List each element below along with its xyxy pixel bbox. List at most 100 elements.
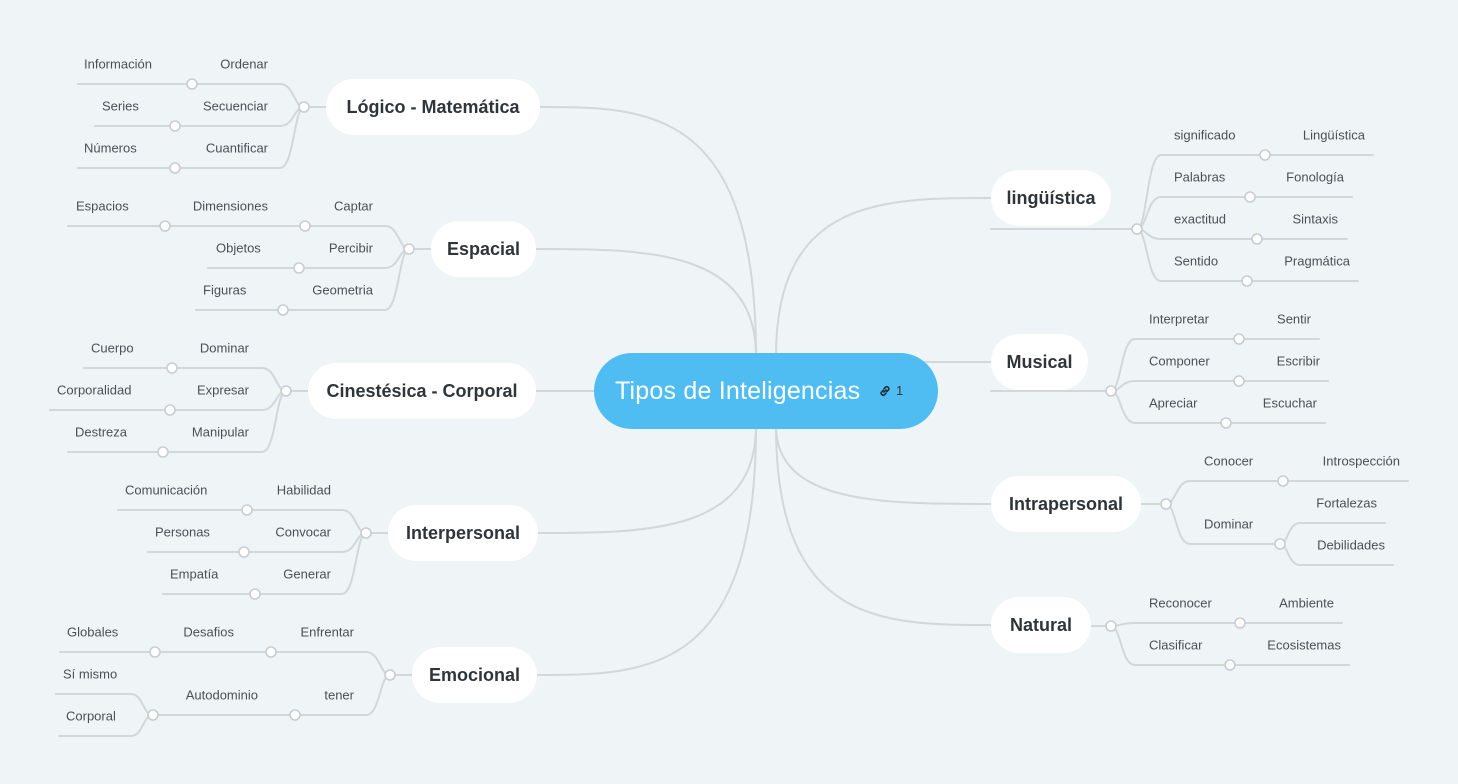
collapse-handle-emocional-1[interactable] [289,709,301,721]
collapse-handle-linguistica-0[interactable] [1259,149,1271,161]
topic-linguistica-0[interactable]: significado [1174,127,1235,142]
subtopic-cinestesica-1-0[interactable]: Corporalidad [57,382,131,397]
link-badge[interactable]: 1 [878,383,903,398]
topic-logico-2[interactable]: Cuantificar [206,140,269,155]
topic-linguistica-2[interactable]: exactitud [1174,211,1226,226]
collapse-handle-emocional[interactable] [384,669,396,681]
leaf-emocional-0-0-0[interactable]: Globales [67,624,119,639]
leaf-emocional-1-0-1[interactable]: Corporal [66,708,116,723]
collapse-handle-linguistica[interactable] [1131,223,1143,235]
branch-node-interpersonal[interactable]: Interpersonal [388,505,538,561]
topic-intrapersonal-0[interactable]: Conocer [1204,453,1254,468]
collapse-handle-natural[interactable] [1105,620,1117,632]
collapse-handle-musical[interactable] [1105,385,1117,397]
topic-linguistica-3[interactable]: Sentido [1174,253,1218,268]
subtopic-musical-1-0[interactable]: Escribir [1277,353,1321,368]
subtopic-espacial-2-0[interactable]: Figuras [203,282,247,297]
collapse-handle-cinestesica[interactable] [280,385,292,397]
subtopic-intrapersonal-0-0[interactable]: Introspección [1323,453,1400,468]
subtopic-interpersonal-0-0[interactable]: Comunicación [125,482,207,497]
topic-emocional-0[interactable]: Enfrentar [301,624,355,639]
collapse-handle-cinestesica-2[interactable] [157,446,169,458]
branch-node-logico[interactable]: Lógico - Matemática [326,79,540,135]
collapse-handle-natural-1[interactable] [1224,659,1236,671]
topic-musical-2[interactable]: Apreciar [1149,395,1198,410]
branch-node-emocional[interactable]: Emocional [412,647,537,703]
topic-espacial-2[interactable]: Geometria [312,282,373,297]
branch-node-intrapersonal[interactable]: Intrapersonal [991,476,1141,532]
topic-natural-1[interactable]: Clasificar [1149,637,1203,652]
subtopic-logico-1-0[interactable]: Series [102,98,139,113]
collapse-handle-espacial-2[interactable] [277,304,289,316]
collapse-handle-logico-1[interactable] [169,120,181,132]
subtopic-logico-0-0[interactable]: Información [84,56,152,71]
topic-cinestesica-0[interactable]: Dominar [200,340,250,355]
collapse-handle-espacial-0-0[interactable] [159,220,171,232]
topic-emocional-1[interactable]: tener [324,687,354,702]
topic-intrapersonal-1[interactable]: Dominar [1204,516,1254,531]
collapse-handle-logico[interactable] [298,101,310,113]
topic-interpersonal-2[interactable]: Generar [283,566,331,581]
topic-espacial-0[interactable]: Captar [334,198,374,213]
collapse-handle-emocional-1-0[interactable] [147,709,159,721]
collapse-handle-interpersonal[interactable] [360,527,372,539]
collapse-handle-intrapersonal-0[interactable] [1277,475,1289,487]
topic-espacial-1[interactable]: Percibir [329,240,374,255]
subtopic-linguistica-2-0[interactable]: Sintaxis [1292,211,1338,226]
branch-node-espacial[interactable]: Espacial [431,221,536,277]
collapse-handle-espacial-0[interactable] [299,220,311,232]
subtopic-linguistica-3-0[interactable]: Pragmática [1284,253,1351,268]
leaf-espacial-0-0-0[interactable]: Espacios [76,198,129,213]
topic-cinestesica-2[interactable]: Manipular [192,424,250,439]
collapse-handle-emocional-0-0[interactable] [149,646,161,658]
leaf-emocional-1-0-0[interactable]: Sí mismo [63,666,117,681]
subtopic-interpersonal-1-0[interactable]: Personas [155,524,210,539]
topic-musical-0[interactable]: Interpretar [1149,311,1210,326]
topic-linguistica-1[interactable]: Palabras [1174,169,1226,184]
collapse-handle-linguistica-2[interactable] [1251,233,1263,245]
subtopic-logico-2-0[interactable]: Números [84,140,137,155]
subtopic-emocional-0-0[interactable]: Desafios [183,624,234,639]
collapse-handle-intrapersonal-1[interactable] [1274,538,1286,550]
subtopic-espacial-0-0[interactable]: Dimensiones [193,198,269,213]
subtopic-musical-0-0[interactable]: Sentir [1277,311,1312,326]
collapse-handle-linguistica-3[interactable] [1241,275,1253,287]
topic-cinestesica-1[interactable]: Expresar [197,382,250,397]
subtopic-linguistica-1-0[interactable]: Fonología [1286,169,1345,184]
collapse-handle-musical-1[interactable] [1233,375,1245,387]
subtopic-linguistica-0-0[interactable]: Lingüística [1303,127,1366,142]
collapse-handle-espacial[interactable] [403,243,415,255]
subtopic-cinestesica-0-0[interactable]: Cuerpo [91,340,134,355]
branch-node-linguistica[interactable]: lingüística [991,170,1111,226]
collapse-handle-musical-0[interactable] [1233,333,1245,345]
subtopic-intrapersonal-1-1[interactable]: Debilidades [1317,537,1385,552]
collapse-handle-interpersonal-2[interactable] [249,588,261,600]
collapse-handle-cinestesica-0[interactable] [166,362,178,374]
collapse-handle-linguistica-1[interactable] [1244,191,1256,203]
collapse-handle-intrapersonal[interactable] [1160,498,1172,510]
collapse-handle-logico-0[interactable] [186,78,198,90]
subtopic-cinestesica-2-0[interactable]: Destreza [75,424,128,439]
subtopic-espacial-1-0[interactable]: Objetos [216,240,261,255]
branch-node-cinestesica[interactable]: Cinestésica - Corporal [308,363,536,419]
branch-node-natural[interactable]: Natural [991,597,1091,653]
topic-interpersonal-1[interactable]: Convocar [275,524,331,539]
subtopic-natural-0-0[interactable]: Ambiente [1279,595,1334,610]
collapse-handle-musical-2[interactable] [1220,417,1232,429]
collapse-handle-cinestesica-1[interactable] [164,404,176,416]
collapse-handle-logico-2[interactable] [169,162,181,174]
subtopic-emocional-1-0[interactable]: Autodominio [186,687,258,702]
central-topic[interactable]: Tipos de Inteligencias 1 [594,353,938,429]
topic-logico-1[interactable]: Secuenciar [203,98,269,113]
topic-logico-0[interactable]: Ordenar [220,56,268,71]
collapse-handle-interpersonal-0[interactable] [241,504,253,516]
topic-musical-1[interactable]: Componer [1149,353,1210,368]
subtopic-intrapersonal-1-0[interactable]: Fortalezas [1316,495,1377,510]
collapse-handle-interpersonal-1[interactable] [238,546,250,558]
topic-natural-0[interactable]: Reconocer [1149,595,1213,610]
subtopic-musical-2-0[interactable]: Escuchar [1263,395,1318,410]
collapse-handle-espacial-1[interactable] [293,262,305,274]
subtopic-interpersonal-2-0[interactable]: Empatía [170,566,219,581]
branch-node-musical[interactable]: Musical [991,334,1088,390]
subtopic-natural-1-0[interactable]: Ecosistemas [1267,637,1341,652]
